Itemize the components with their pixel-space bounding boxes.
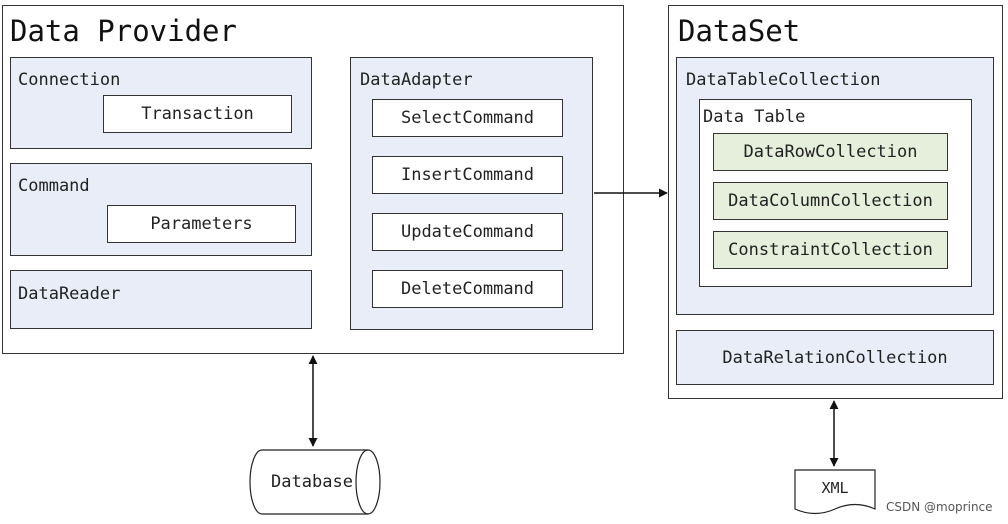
datatable-label: Data Table (703, 107, 806, 127)
selectcommand-box (372, 99, 563, 137)
command-label: Command (18, 176, 90, 196)
constraintcollection-label: ConstraintCollection (728, 240, 933, 260)
xml-document-icon (794, 469, 876, 515)
parameters-box (107, 205, 296, 243)
xml-label: XML (821, 479, 849, 497)
datareader-box (10, 270, 312, 329)
data-provider-title: Data Provider (10, 14, 237, 48)
insertcommand-box (372, 156, 563, 194)
updatecommand-label: UpdateCommand (400, 222, 535, 242)
datarelationcollection-label: DataRelationCollection (722, 347, 948, 368)
connection-label: Connection (18, 70, 121, 90)
insertcommand-label: InsertCommand (400, 165, 535, 185)
transaction-label: Transaction (141, 104, 254, 124)
database-cylinder-icon (249, 449, 381, 515)
datarowcollection-label: DataRowCollection (743, 142, 918, 162)
datacolumncollection-box (713, 182, 948, 220)
watermark: CSDN @moprince (886, 500, 993, 514)
selectcommand-label: SelectCommand (400, 108, 535, 128)
constraintcollection-box (713, 231, 948, 269)
datacolumncollection-label: DataColumnCollection (728, 191, 933, 211)
updatecommand-box (372, 213, 563, 251)
dataadapter-label: DataAdapter (360, 70, 473, 90)
transaction-box (103, 95, 292, 133)
dataset-title: DataSet (678, 14, 801, 48)
datarelationcollection-box (676, 330, 994, 385)
datarowcollection-box (713, 133, 948, 171)
database-label: Database (271, 472, 353, 492)
deletecommand-label: DeleteCommand (400, 279, 535, 299)
parameters-label: Parameters (150, 214, 253, 234)
datatablecollection-label: DataTableCollection (686, 70, 881, 90)
deletecommand-box (372, 270, 563, 308)
datareader-label: DataReader (18, 284, 121, 304)
